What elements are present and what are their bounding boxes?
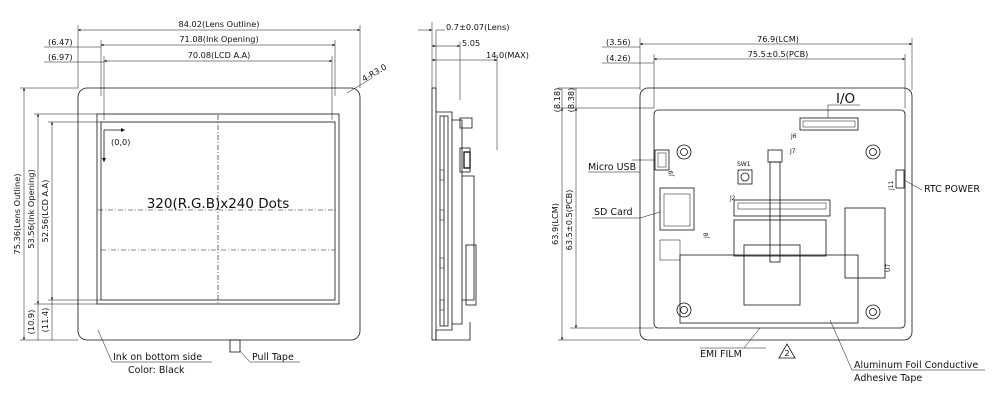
dim-lcd-aa-height: 52.56(LCD A.A) [40,180,50,243]
dim-lcm-height: 63.9(LCM) [550,203,560,245]
lcm-outline [639,87,913,341]
side-view: 0.7±0.07(Lens) 5.05 14.0(MAX) [418,22,529,341]
rtc-connector [895,169,905,189]
pull-tape-label: Pull Tape [252,352,294,363]
dim-lens-outline-height: 75.36(Lens Outline) [12,174,22,255]
revision-mark: 2 [784,348,789,358]
u7-label: U7 [885,264,892,272]
j11-label: J11 [888,180,895,191]
revision-triangle-icon: 2 [778,343,796,359]
foil-label-line1: Aluminum Foil Conductive [854,360,978,371]
dim-left-offset-ink: (6.47) [48,37,73,47]
flex-cable [769,161,781,263]
lcd-fpc-connector [733,199,831,217]
emi-film-label: EMI FILM [700,349,742,360]
pcb-outline [653,109,906,329]
rtc-power-label: RTC POWER [924,184,980,195]
corner-radius-callout: 4-R3.0 [360,62,388,84]
mounting-hole-tl [676,144,692,160]
mounting-hole-br [865,304,881,320]
sw1-switch [737,169,753,185]
dim-pcb-left-offset: (4.26) [606,53,631,63]
dim-max-depth: 14.0(MAX) [486,50,529,60]
dim-top-offset-lcm: (8.18) [552,88,562,113]
u7-chip [844,207,886,279]
j8-label: J8 [703,232,710,239]
lens-profile [431,87,437,341]
dim-left-offset-lcd: (6.97) [48,52,73,62]
sd-card-slot [659,187,695,231]
shield-upper [733,219,827,257]
dim-lcm-left-offset: (3.56) [606,37,631,47]
lens-outline [77,87,361,341]
mounting-hole-bl [676,302,692,318]
emi-film-region [679,254,859,324]
j2-label: J2 [729,195,736,202]
mounting-hole-tr [865,144,881,160]
ink-opening [96,113,340,305]
ink-note-label: Ink on bottom side [113,352,202,363]
front-view: 84.02(Lens Outline) 71.08(Ink Opening) (… [12,19,388,376]
origin-label: (0,0) [111,137,130,147]
j7-label: J7 [789,148,796,155]
resolution-label: 320(R.G.B)x240 Dots [147,196,290,212]
dim-bottom-ink: (10.9) [26,310,36,335]
dim-ink-opening-width: 71.08(Ink Opening) [179,34,258,44]
dim-ink-opening-height: 53.56(Ink Opening) [26,169,36,248]
dim-depth: 5.05 [462,38,480,48]
dim-lens-outline-width: 84.02(Lens Outline) [179,19,260,29]
io-label: I/O [836,91,855,107]
rear-view: 76.9(LCM) (3.56) 75.5±0.5(PCB) (4.26) (8… [550,34,985,384]
dim-lens-thickness: 0.7±0.07(Lens) [446,22,509,32]
dim-lcd-aa-width: 70.08(LCD A.A) [188,50,251,60]
dim-pcb-width: 75.5±0.5(PCB) [748,49,809,59]
io-connector [799,117,859,131]
foil-label-line2: Adhesive Tape [854,373,922,384]
aluminum-foil-area [743,244,801,306]
dim-lcm-width: 76.9(LCM) [757,34,799,44]
pull-tape-tab [229,339,241,353]
sd-card-label: SD Card [594,207,633,218]
micro-usb-label: Micro USB [588,162,636,173]
j9-label: J9 [668,170,675,177]
j7-connector [767,149,783,163]
dim-bottom-lcd: (11.4) [40,308,50,333]
ink-color-label: Color: Black [128,365,185,376]
j6-label: J6 [790,133,797,140]
dim-top-offset-pcb: (8.38) [566,88,576,113]
sw1-label: SW1 [737,161,751,168]
dim-pcb-height: 63.5±0.5(PCB) [564,190,574,251]
